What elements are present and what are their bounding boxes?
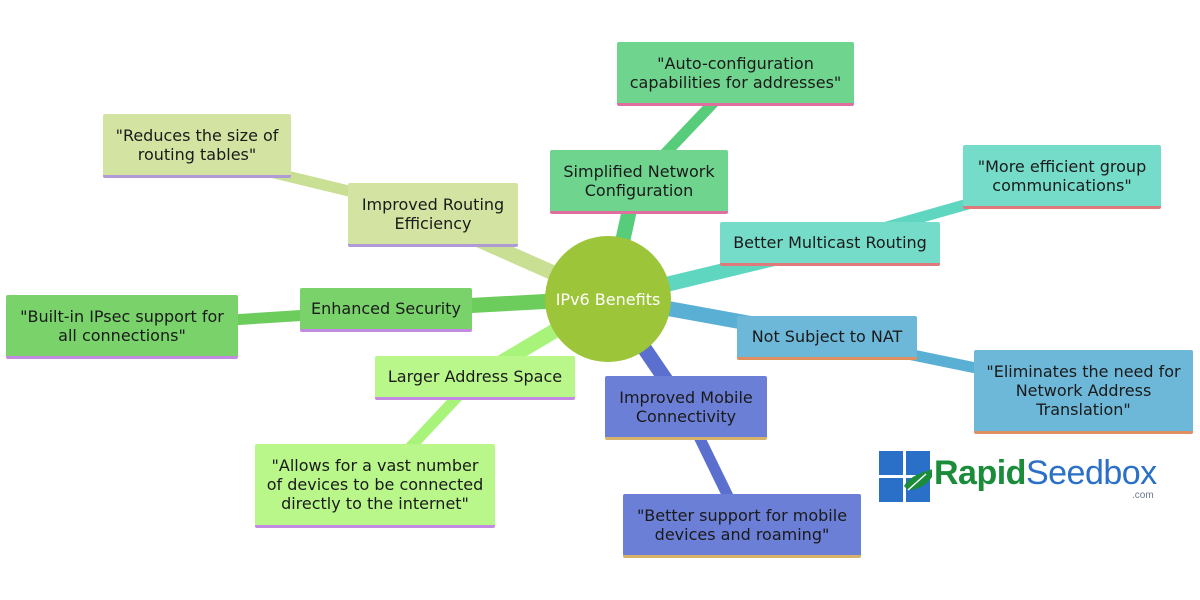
rapidseedbox-grid-icon	[879, 451, 932, 502]
leaf-config: "Auto-configuration capabilities for add…	[617, 42, 854, 106]
logo-text-bold: Rapid	[934, 454, 1026, 492]
leaf-nat: "Eliminates the need for Network Address…	[974, 350, 1193, 434]
leaf-routing: "Reduces the size of routing tables"	[103, 114, 291, 178]
branch-multicast: Better Multicast Routing	[720, 222, 940, 266]
root-node: IPv6 Benefits	[545, 236, 671, 362]
logo-wordmark: RapidSeedbox	[934, 454, 1157, 493]
leaf-address: "Allows for a vast number of devices to …	[255, 444, 495, 528]
leaf-mobile: "Better support for mobile devices and r…	[623, 494, 861, 558]
branch-address: Larger Address Space	[375, 356, 575, 400]
branch-nat: Not Subject to NAT	[737, 316, 917, 360]
branch-config: Simplified Network Configuration	[550, 150, 728, 214]
leaf-multicast: "More efficient group communications"	[963, 145, 1161, 209]
logo-text-regular: Seedbox	[1025, 454, 1157, 492]
branch-routing: Improved Routing Efficiency	[348, 183, 518, 247]
leaf-security: "Built-in IPsec support for all connecti…	[6, 295, 238, 359]
branch-security: Enhanced Security	[300, 288, 472, 332]
rapidseedbox-logo: RapidSeedbox .com	[878, 450, 1178, 506]
branch-mobile: Improved Mobile Connectivity	[605, 376, 767, 440]
logo-suffix: .com	[1132, 490, 1154, 501]
